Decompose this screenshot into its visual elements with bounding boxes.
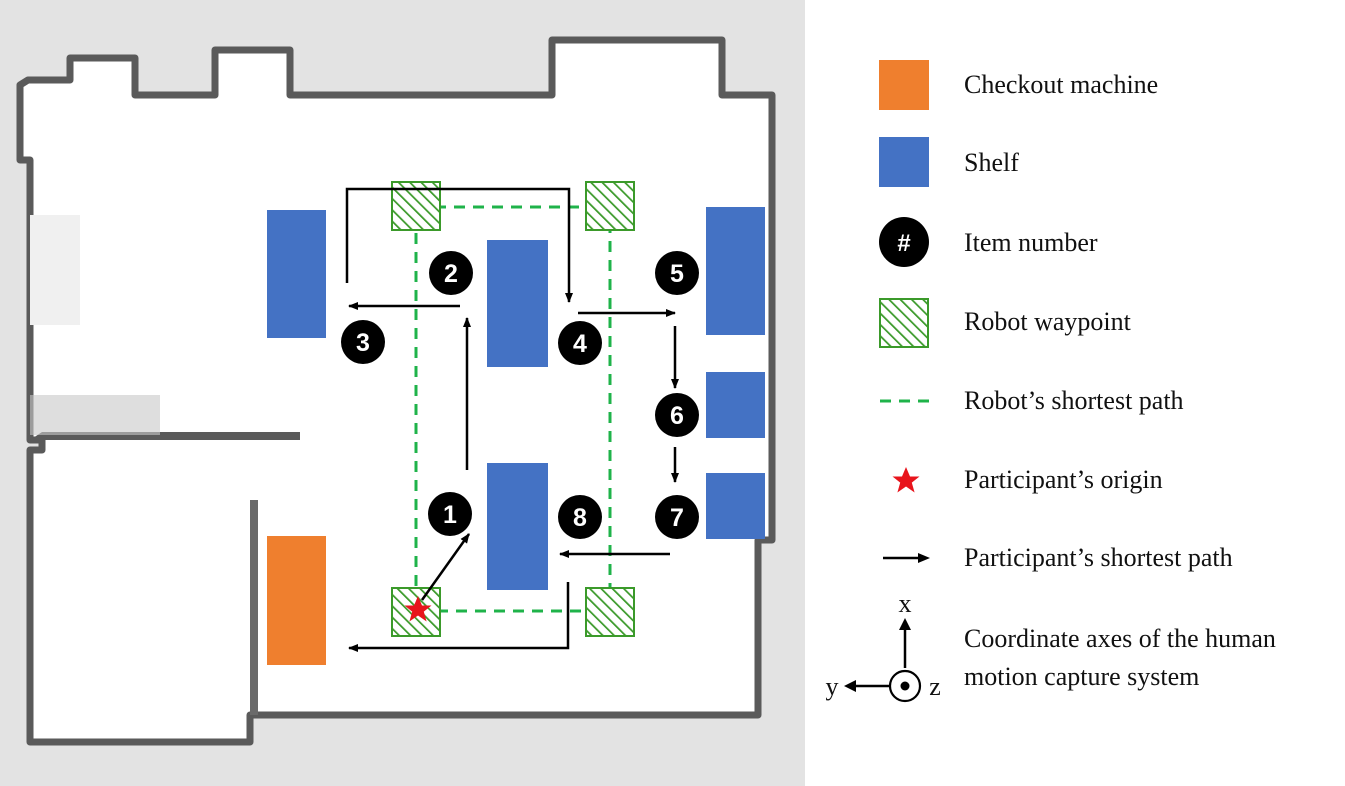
shelf: [706, 372, 765, 438]
item-number: 7: [670, 504, 684, 532]
shelf-legend-icon: [879, 137, 929, 187]
item-number: 2: [444, 260, 458, 288]
floor-plan-free-space: [16, 36, 776, 746]
item-marker: 2: [429, 251, 473, 295]
x-axis-label: x: [899, 589, 912, 618]
item-marker: 8: [558, 495, 602, 539]
store-map: 1 2 3 4 5 6 7: [0, 0, 805, 786]
item-number-legend-icon: #: [879, 217, 929, 267]
shelf: [706, 207, 765, 335]
shelf: [487, 240, 548, 367]
svg-text:#: #: [897, 230, 910, 257]
item-markers: 1 2 3 4 5 6 7: [341, 251, 699, 539]
legend-label-robot-waypoint: Robot waypoint: [964, 307, 1131, 336]
robot-waypoint: [585, 181, 635, 231]
participant-shortest-path: [345, 187, 679, 652]
legend-label-shelf: Shelf: [964, 148, 1019, 177]
shelf: [267, 210, 326, 338]
legend-label-checkout: Checkout machine: [964, 70, 1159, 99]
scan-noise: [30, 395, 160, 435]
item-marker: 3: [341, 320, 385, 364]
y-axis-label: y: [826, 672, 839, 701]
item-number: 1: [443, 501, 457, 529]
interior-wall-lower: [250, 500, 258, 715]
item-number: 6: [670, 402, 684, 430]
item-marker: 5: [655, 251, 699, 295]
robot-waypoint: [585, 587, 635, 637]
participant-origin-star-icon: [404, 596, 432, 622]
item-number: 8: [573, 504, 587, 532]
item-marker: 6: [655, 393, 699, 437]
axes-caption-line-2: motion capture system: [964, 662, 1200, 691]
robot-waypoint-legend-icon: [879, 298, 929, 348]
shelf: [706, 473, 765, 539]
item-marker: 7: [655, 495, 699, 539]
coordinate-axes-icon: x y z: [826, 589, 941, 703]
shelves: [267, 207, 765, 590]
axes-caption: Coordinate axes of the human motion capt…: [964, 620, 1344, 696]
item-number: 3: [356, 329, 370, 357]
legend-label-item-number: Item number: [964, 228, 1098, 257]
shelf: [487, 463, 548, 590]
item-marker: 4: [558, 321, 602, 365]
item-number: 5: [670, 260, 684, 288]
item-marker: 1: [428, 492, 472, 536]
legend-label-participant-path: Participant’s shortest path: [964, 543, 1233, 572]
z-axis-label: z: [929, 672, 941, 701]
axes-caption-line-1: Coordinate axes of the human: [964, 624, 1276, 653]
participant-path-legend-arrow-icon: [883, 553, 930, 563]
origin-legend-star-icon: [892, 467, 920, 493]
legend-icons: # x y z: [826, 60, 941, 703]
checkout-legend-icon: [879, 60, 929, 110]
scan-noise-left: [30, 215, 80, 325]
legend-label-robot-path: Robot’s shortest path: [964, 386, 1184, 415]
item-number: 4: [573, 330, 587, 358]
legend-label-origin: Participant’s origin: [964, 465, 1163, 494]
checkout-machine: [267, 536, 326, 665]
